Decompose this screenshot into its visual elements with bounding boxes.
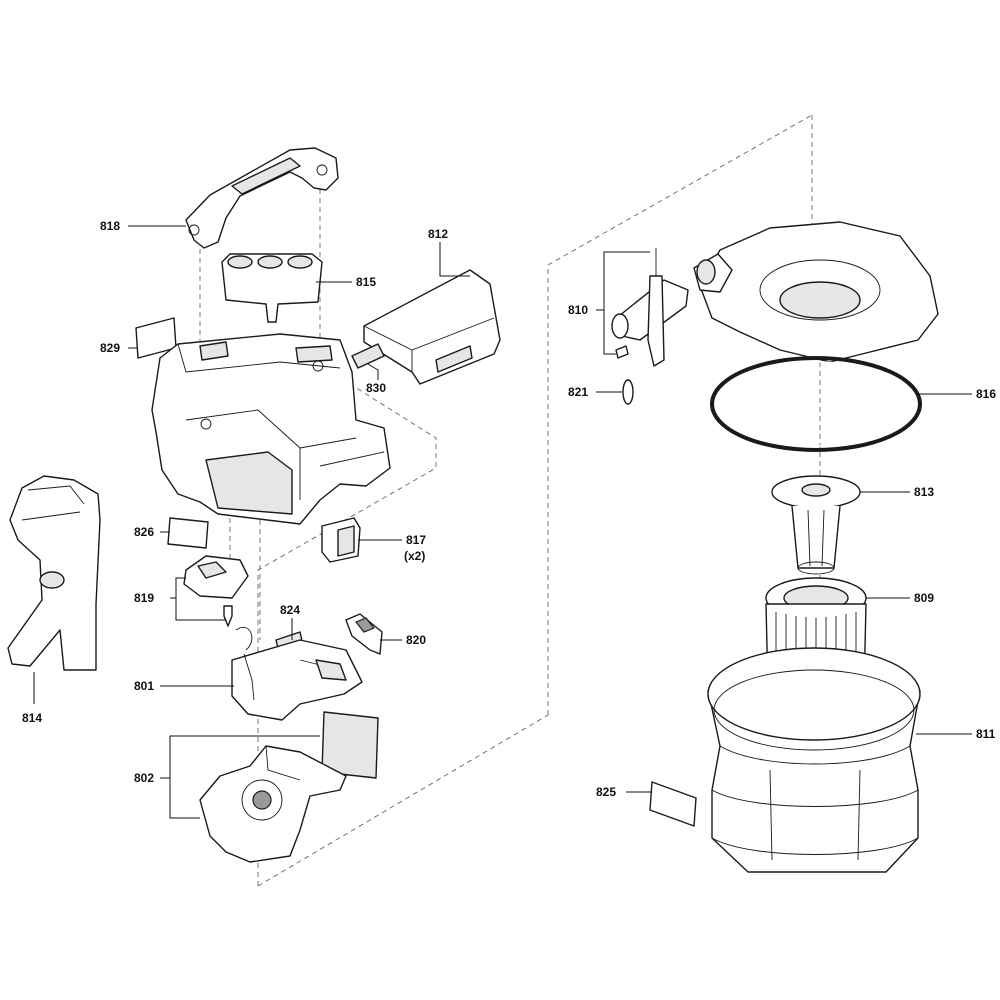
callout-826: 826 [134, 525, 154, 539]
part-817-clip [321, 517, 361, 563]
callout-labels: 818 812 815 829 830 826 817 (x2) 819 824… [22, 219, 996, 799]
part-810-elbow-fitting [611, 248, 689, 367]
part-802-motor-assembly [199, 711, 379, 863]
motor-housing-top [151, 333, 391, 525]
part-818-carry-handle [185, 147, 339, 249]
callout-830: 830 [366, 381, 386, 395]
callout-813: 813 [914, 485, 934, 499]
callout-817: 817 [406, 533, 426, 547]
part-821-seal [622, 379, 634, 405]
part-825-label [649, 781, 697, 827]
callout-815: 815 [356, 275, 376, 289]
callout-829: 829 [100, 341, 120, 355]
callout-820: 820 [406, 633, 426, 647]
callout-810: 810 [568, 303, 588, 317]
part-816-top-housing [693, 221, 939, 363]
part-815-bracket [221, 253, 323, 323]
callout-811: 811 [976, 727, 996, 741]
callout-819: 819 [134, 591, 154, 605]
part-826-label [167, 517, 209, 549]
part-820-switch-cover [345, 613, 383, 655]
part-816-gasket [710, 356, 922, 452]
part-814-side-handle [7, 475, 101, 671]
callout-818: 818 [100, 219, 120, 233]
callout-809: 809 [914, 591, 934, 605]
callout-801: 801 [134, 679, 154, 693]
callout-821: 821 [568, 385, 588, 399]
part-801-electronics-module [231, 627, 363, 721]
part-811-container [707, 647, 921, 873]
callout-814: 814 [22, 711, 42, 725]
callout-825: 825 [596, 785, 616, 799]
callout-802: 802 [134, 771, 154, 785]
callout-817-quantity: (x2) [404, 549, 425, 563]
callout-816: 816 [976, 387, 996, 401]
callout-812: 812 [428, 227, 448, 241]
part-812-cover [363, 269, 501, 385]
part-813-filter-cage [771, 475, 861, 575]
callout-824: 824 [280, 603, 300, 617]
part-819-switch [183, 555, 249, 627]
leader-lines [33, 225, 972, 819]
part-830-label [351, 343, 385, 369]
